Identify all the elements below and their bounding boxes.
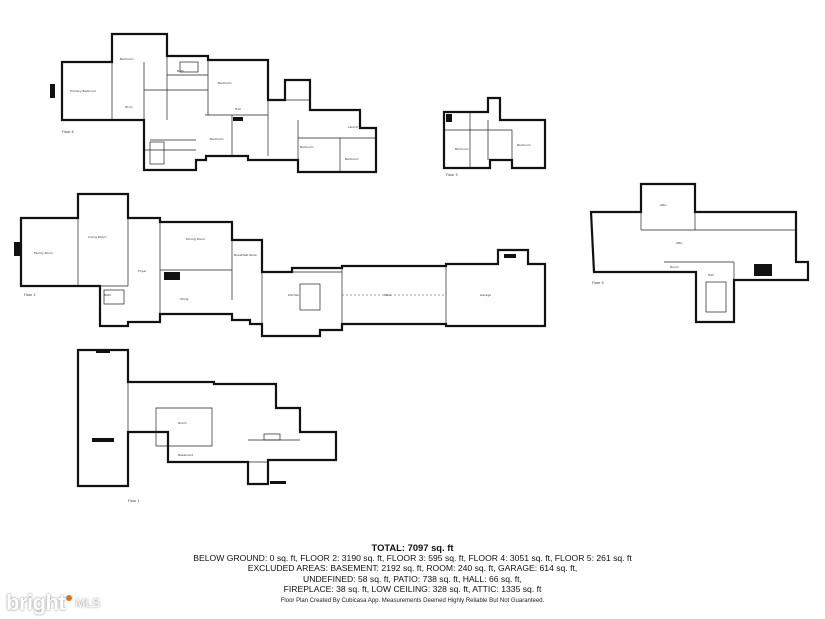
room-label-bedroom-5: Bedroom xyxy=(345,157,359,161)
room-label-primary-bedroom: Primary Bedroom xyxy=(70,89,96,93)
floor-areas-line: BELOW GROUND: 0 sq. ft, FLOOR 2: 3190 sq… xyxy=(193,553,632,564)
room-label-wic: W.I.C. xyxy=(125,105,134,109)
floor-label-3: Floor 3 xyxy=(592,281,604,285)
room-label-bedroom-f5b: Bedroom xyxy=(517,143,531,147)
room-label-room-f1: Room xyxy=(178,421,187,425)
room-label-room-f3: Room xyxy=(670,265,679,269)
logo-brand-text: bright xyxy=(6,590,66,615)
room-label-patio: Patio xyxy=(384,293,392,297)
floor-label-1: Floor 1 xyxy=(128,499,140,503)
room-label-dining-room: Dining Room xyxy=(186,237,205,241)
room-label-bath-1: Bath xyxy=(177,69,184,73)
room-label-foyer: Foyer xyxy=(138,269,147,273)
room-label-bath-f2: Bath xyxy=(104,293,111,297)
total-area: TOTAL: 7097 sq. ft xyxy=(371,542,454,553)
bright-mls-logo: bright MLS xyxy=(6,590,100,616)
logo-suffix-text: MLS xyxy=(75,596,101,610)
room-label-bedroom-4: Bedroom xyxy=(300,145,314,149)
room-label-living-room: Living Room xyxy=(88,235,106,239)
room-label-garage: Garage xyxy=(480,293,491,297)
excluded-areas-line-1: EXCLUDED AREAS: BASEMENT: 2192 sq. ft, R… xyxy=(247,563,578,574)
room-label-laundry: Laundry xyxy=(348,125,360,129)
floor-label-2: Floor 2 xyxy=(24,293,36,297)
room-label-attic-2: Attic xyxy=(676,241,683,245)
floor-plan-floor-4: Primary Bedroom Bedroom Bedroom Bath W.I… xyxy=(50,32,378,174)
room-label-breakfast: Breakfast Nook xyxy=(234,253,257,257)
room-label-bedroom-2: Bedroom xyxy=(218,81,232,85)
room-label-bedroom-3: Bedroom xyxy=(210,137,224,141)
room-label-study: Study xyxy=(180,297,189,301)
logo-dot-icon xyxy=(66,595,73,601)
room-label-bedroom-f5: Bedroom xyxy=(455,147,469,151)
room-label-family-room: Family Room xyxy=(34,251,53,255)
room-label-hall-1: Hall xyxy=(235,107,241,111)
floor-plan-floor-5: Bedroom Bedroom Floor 5 xyxy=(442,96,547,177)
excluded-areas-line-3: FIREPLACE: 38 sq. ft, LOW CEILING: 328 s… xyxy=(283,583,542,594)
room-label-kitchen: Kitchen xyxy=(288,293,299,297)
floor-plan-floor-2: Family Room Living Room Foyer Dining Roo… xyxy=(14,192,547,338)
room-label-basement: Basement xyxy=(178,453,194,457)
room-label-attic-1: Attic xyxy=(660,203,667,207)
room-label-bedroom-1: Bedroom xyxy=(120,57,134,61)
floor-plan-floor-1: Room Basement Floor 1 xyxy=(76,348,338,503)
floor-label-5: Floor 5 xyxy=(446,173,458,177)
floor-label-4: Floor 4 xyxy=(62,130,74,134)
room-label-hall-f3: Hall xyxy=(708,273,714,277)
area-summary: TOTAL: 7097 sq. ft BELOW GROUND: 0 sq. f… xyxy=(0,542,825,594)
floor-plan-floor-3: Attic Attic Room Hall Floor 3 xyxy=(589,182,810,324)
disclaimer-text: Floor Plan Created By Cubicasa App. Meas… xyxy=(280,598,545,604)
excluded-areas-line-2: UNDEFINED: 58 sq. ft, PATIO: 738 sq. ft,… xyxy=(303,573,522,584)
floor-plans-drawing: Primary Bedroom Bedroom Bedroom Bath W.I… xyxy=(14,32,810,503)
